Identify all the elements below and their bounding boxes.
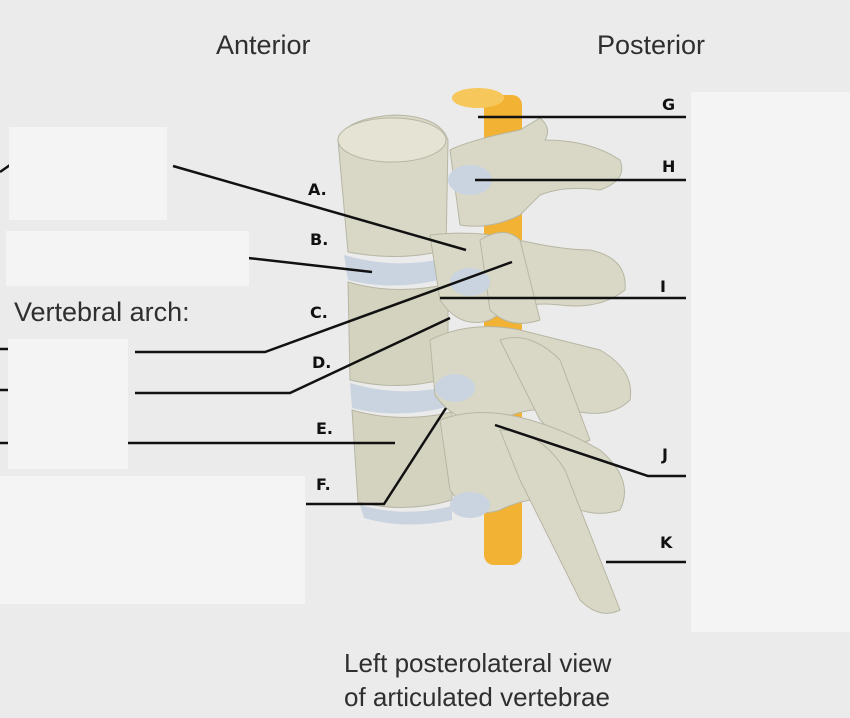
answer-box-b[interactable]	[6, 231, 249, 286]
label-b: B.	[310, 230, 328, 249]
caption-line-1: Left posterolateral view	[344, 648, 612, 678]
label-a: A.	[308, 180, 327, 199]
spinal-cord-top	[452, 88, 504, 108]
label-k: K	[660, 533, 673, 552]
vertebral-arch-label: Vertebral arch:	[14, 297, 190, 327]
label-d: D.	[312, 353, 331, 372]
label-g: G	[662, 95, 675, 114]
answer-box-f[interactable]	[0, 476, 305, 604]
answer-box-arch-parts[interactable]	[8, 339, 128, 469]
anterior-heading: Anterior	[216, 30, 311, 60]
label-j: J	[661, 445, 668, 464]
posterior-heading: Posterior	[597, 30, 706, 60]
articular-facets	[435, 165, 492, 518]
label-e: E.	[316, 419, 333, 438]
label-i: I	[660, 277, 666, 296]
vertebral-bodies	[337, 114, 453, 525]
answer-box-right[interactable]	[691, 92, 850, 632]
answer-box-a[interactable]	[9, 127, 167, 220]
label-f: F.	[316, 475, 331, 494]
figure-caption: Left posterolateral view of articulated …	[344, 646, 611, 714]
handwritten-letter-labels: A. B. C. D. E. F. G H I J K	[308, 95, 675, 552]
label-c: C.	[310, 303, 328, 322]
leader-lines	[0, 115, 686, 564]
caption-line-2: of articulated vertebrae	[344, 682, 610, 712]
label-h: H	[662, 157, 675, 176]
posterior-elements	[429, 117, 632, 614]
